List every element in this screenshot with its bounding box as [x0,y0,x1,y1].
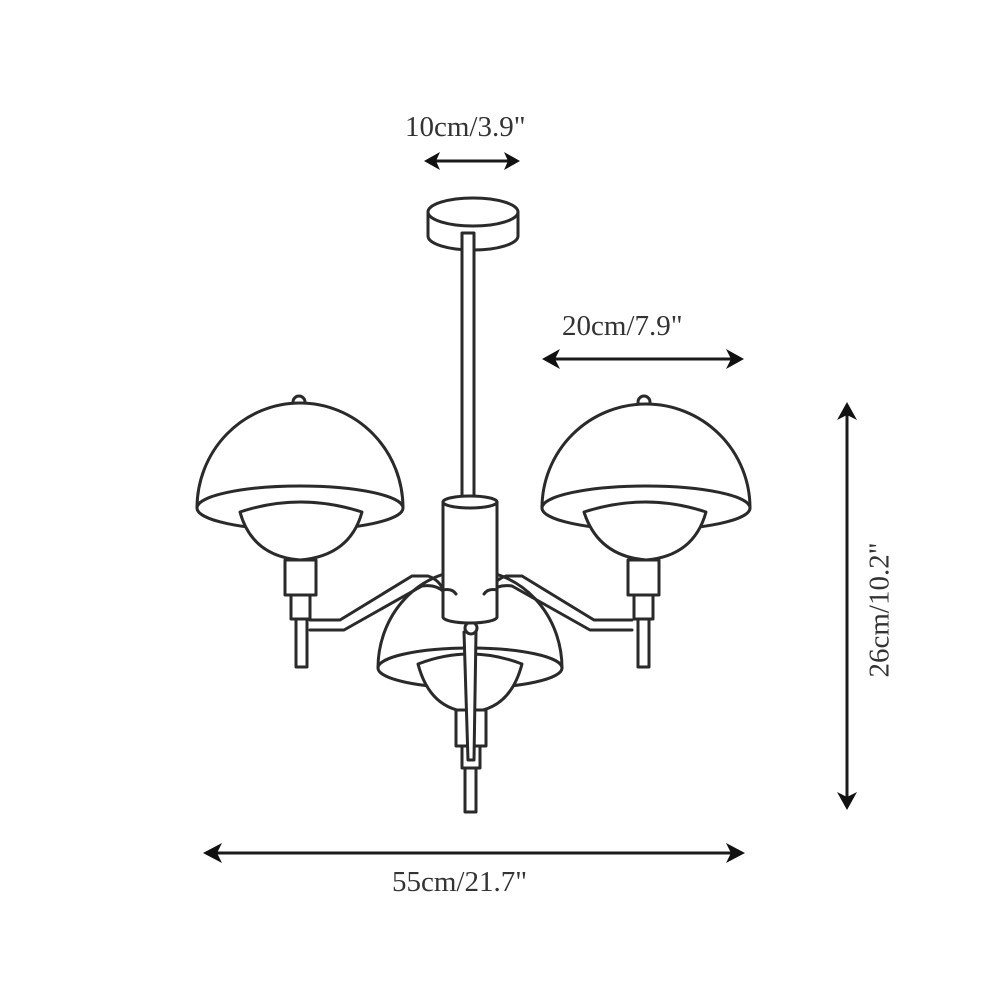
overall-width-label: 55cm/21.7" [392,866,528,898]
left-lamp [195,394,405,669]
overall-width-arrow [203,843,745,863]
height-label: 26cm/10.2" [863,542,896,678]
right-lamp [540,394,752,669]
ceiling-canopy [426,196,520,252]
shade-width-label: 20cm/7.9" [562,310,683,342]
central-body [441,494,499,625]
down-rod [460,231,476,503]
height-arrow [837,402,857,810]
canopy-width-label: 10cm/3.9" [405,111,526,143]
center-lamp [376,568,564,814]
shade-width-arrow [542,349,744,369]
canopy-width-arrow [424,152,520,170]
